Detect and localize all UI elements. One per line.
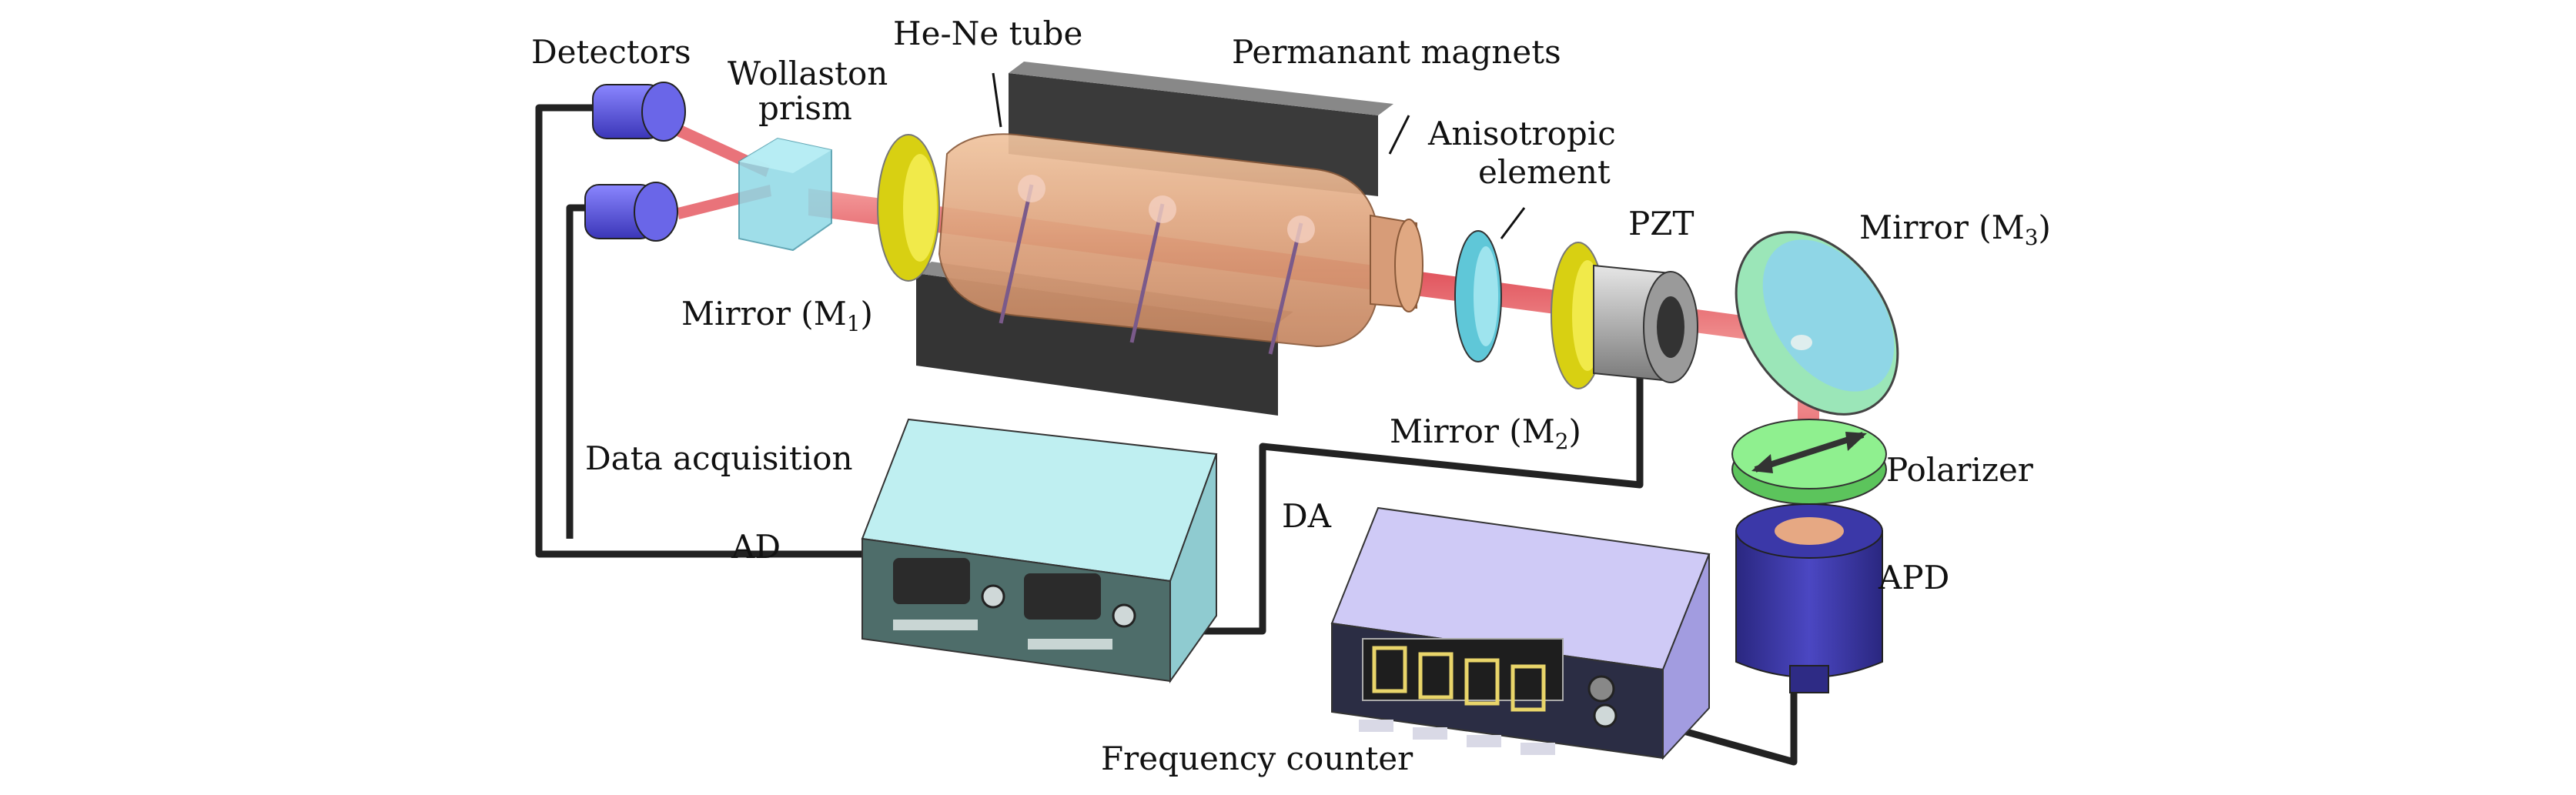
label-mirror-m2: Mirror (M2) xyxy=(1390,413,1581,454)
anisotropic-element xyxy=(1454,230,1502,362)
label-da: DA xyxy=(1282,497,1332,535)
pzt xyxy=(1593,264,1698,383)
label-hene-tube: He-Ne tube xyxy=(893,15,1082,52)
counter-digits xyxy=(1372,646,1546,712)
wollaston-prism xyxy=(738,137,832,252)
data-acquisition-box xyxy=(861,418,1218,684)
tube-electrodes xyxy=(999,184,1303,355)
label-detectors: Detectors xyxy=(531,33,691,71)
leader-lines xyxy=(992,72,1526,239)
tube-bulbs xyxy=(1018,175,1315,243)
label-data-acquisition: Data acquisition xyxy=(585,439,853,477)
tube-end-flange xyxy=(1394,219,1423,312)
label-wollaston-line2: prism xyxy=(758,89,852,127)
label-anisotropic-line2: element xyxy=(1478,153,1611,191)
counter-knob xyxy=(1587,675,1615,703)
hene-tube xyxy=(938,133,1423,355)
label-wollaston-line1: Wollaston xyxy=(728,55,888,92)
label-apd: APD xyxy=(1878,559,1949,596)
label-permanent-magnets: Permanant magnets xyxy=(1232,33,1561,71)
polarizer xyxy=(1731,419,1887,505)
magnet-top-face xyxy=(1009,62,1393,115)
apd xyxy=(1735,503,1883,693)
detector-bottom xyxy=(584,182,678,242)
da-to-pzt-cable xyxy=(1132,369,1644,635)
frequency-counter xyxy=(1330,506,1711,760)
label-mirror-m3: Mirror (M3) xyxy=(1859,209,2051,250)
label-ad: AD xyxy=(731,528,781,566)
counter-input-port xyxy=(1593,703,1618,728)
label-pzt: PZT xyxy=(1628,205,1694,242)
label-anisotropic-line1: Anisotropic xyxy=(1427,115,1616,152)
daq-ad-port xyxy=(981,584,1005,609)
detector-top xyxy=(592,82,686,142)
daq-display-right xyxy=(1024,573,1101,620)
detector-cable-inner xyxy=(566,204,593,539)
mirror-m1 xyxy=(877,134,940,282)
label-polarizer: Polarizer xyxy=(1886,451,2034,489)
mirror-m3 xyxy=(1735,231,1899,416)
label-frequency-counter: Frequency counter xyxy=(1101,740,1413,777)
daq-da-port xyxy=(1112,603,1136,628)
label-mirror-m1: Mirror (M1) xyxy=(681,295,873,336)
daq-display-left xyxy=(893,558,970,604)
